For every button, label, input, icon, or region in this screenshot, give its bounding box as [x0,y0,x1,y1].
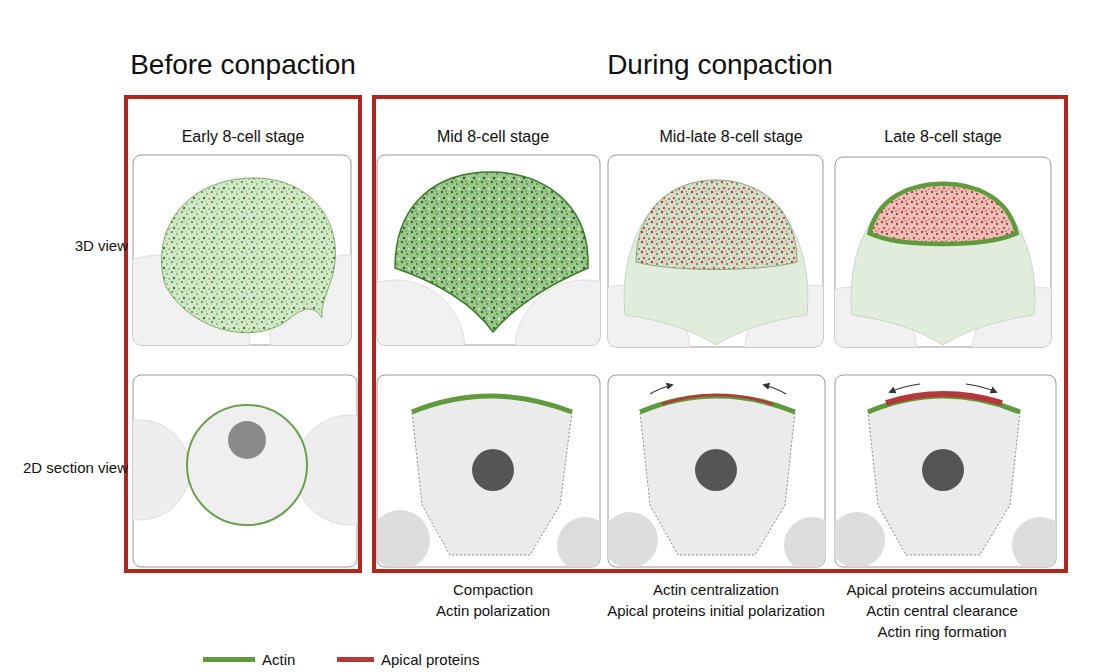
caption-line: Compaction [453,581,533,598]
caption-line: Actin centralization [653,581,779,598]
stage-title: Mid 8-cell stage [437,128,549,146]
late-3d-cell [835,182,1051,347]
stage-title: Early 8-cell stage [182,128,305,146]
stage-title: Mid-late 8-cell stage [659,128,802,146]
legend-label: Actin [262,651,295,668]
stage-title: Late 8-cell stage [884,128,1001,146]
mid-late-2d-section [608,385,825,567]
legend-swatch [203,657,255,662]
stage-group-box: Before conpaction [124,95,362,573]
mid-late-3d-cell [608,180,823,347]
legend-swatch [337,657,374,662]
early-3d-cell [133,178,351,345]
caption-line: Actin ring formation [877,623,1006,640]
group-heading: During conpaction [336,49,1096,81]
group-heading: Before conpaction [88,49,398,81]
row-label: 3D view [75,237,128,254]
caption-line: Apical proteins accumulation [847,581,1038,598]
stage-group-box: During conpaction [372,95,1068,573]
late-2d-section [835,384,1056,567]
mid-2d-section [377,396,600,567]
caption-line: Actin polarization [436,602,550,619]
caption-line: Actin central clearance [866,602,1018,619]
row-label: 2D section view [23,459,128,476]
legend-label: Apical proteins [381,651,479,668]
mid-3d-cell [377,172,600,345]
panel-frames [133,155,1056,567]
caption-line: Apical proteins initial polarization [607,602,825,619]
early-2d-section [133,405,357,525]
